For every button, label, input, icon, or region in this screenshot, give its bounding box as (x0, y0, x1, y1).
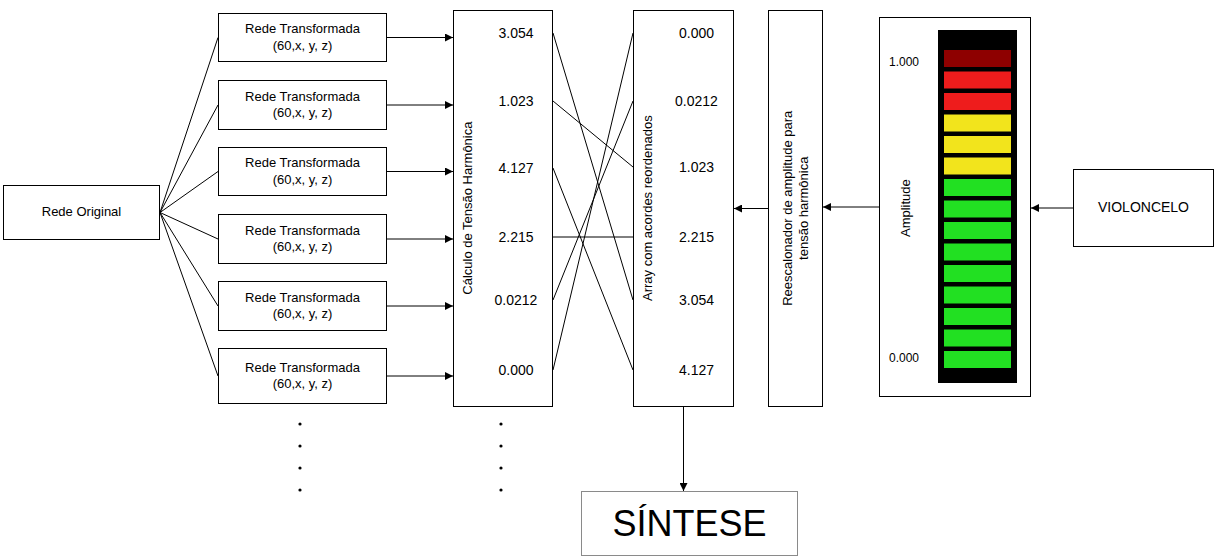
array-box: Cálculo de Tensão Harmônica 3.054 1.023 4.1… (453, 10, 553, 407)
source-box: Rede Original (3, 185, 160, 240)
meter-bar (944, 93, 1011, 110)
connector-arrow (160, 213, 218, 307)
vertical-title: Reescalonador de amplitude para tensão h… (779, 108, 812, 308)
connector-arrow (387, 37, 453, 38)
meter-bar (944, 308, 1011, 325)
meter-bar (944, 72, 1011, 89)
reorder-line (553, 101, 633, 167)
value-label: 0.0212 (482, 291, 550, 309)
meter-bar (944, 330, 1011, 347)
value-label: 3.054 (482, 24, 550, 42)
vertical-title: Cálculo de Tensão Harmônica (460, 121, 476, 294)
box-label: Rede Transformada (60,x, y, z) (240, 21, 366, 54)
connector-arrow (387, 105, 453, 106)
connector-arrow (387, 306, 453, 307)
ellipsis-dot (499, 488, 502, 491)
meter-bar (944, 265, 1011, 282)
box-label: Rede Transformada (60,x, y, z) (240, 223, 366, 256)
ellipsis-dot (298, 422, 301, 425)
ellipsis-dot (499, 422, 502, 425)
connector-arrow (734, 208, 768, 209)
meter-bar (944, 244, 1011, 261)
connector-arrow (1031, 208, 1073, 209)
axis-value: 0.000 (889, 351, 919, 366)
process-box: Rede Transformada (60,x, y, z) (218, 281, 387, 331)
connector-arrow (160, 38, 218, 213)
connector-arrow (823, 207, 879, 208)
process-box: Rede Transformada (60,x, y, z) (218, 147, 387, 196)
connector-arrow (160, 105, 218, 213)
meter-bar (944, 179, 1011, 196)
meter-bar (944, 351, 1011, 368)
value-label: 0.000 (482, 361, 550, 379)
meter-bar (944, 201, 1011, 218)
process-box: Rede Transformada (60,x, y, z) (218, 214, 387, 264)
value-label: 4.127 (662, 361, 731, 379)
meter-bar (944, 287, 1011, 304)
meter-bar (944, 158, 1011, 175)
connector-arrow (387, 376, 453, 377)
connector-arrow (683, 407, 684, 491)
box-label: Rede Transformada (60,x, y, z) (240, 155, 366, 188)
box-label: Rede Transformada (60,x, y, z) (240, 290, 366, 323)
process-box: Rede Transformada (60,x, y, z) (218, 80, 387, 130)
output-box: SÍNTESE (581, 491, 798, 556)
axis-value: 1.000 (889, 55, 919, 70)
box-label: Rede Transformada (60,x, y, z) (240, 89, 366, 122)
connector-arrow (160, 213, 218, 377)
value-label: 0.000 (662, 24, 731, 42)
array-box: Array com acordes reordenados 0.000 0.0212… (633, 10, 734, 407)
connector-arrow (387, 171, 453, 172)
box-label: Rede Original (42, 204, 122, 220)
vertical-title: Array com acordes reordenados (640, 115, 656, 301)
value-label: 1.023 (482, 92, 550, 110)
meter-panel: Amplitude 1.000 0.000 (879, 17, 1031, 397)
meter-bar (944, 115, 1011, 132)
level-meter (938, 30, 1017, 383)
process-box: Reescalonador de amplitude para tensão h… (768, 10, 823, 407)
box-label: SÍNTESE (612, 501, 766, 546)
axis-title: Amplitude (898, 179, 914, 237)
ellipsis-dot (499, 444, 502, 447)
ellipsis-dots (298, 422, 502, 491)
value-label: 3.054 (662, 291, 731, 309)
reorder-line (553, 33, 633, 370)
meter-bar (944, 50, 1011, 67)
ellipsis-dot (298, 444, 301, 447)
connector-arrow (387, 239, 453, 240)
meter-bar (944, 136, 1011, 153)
value-label: 0.0212 (662, 92, 731, 110)
value-label: 1.023 (662, 158, 731, 176)
meter-frame (938, 30, 1017, 383)
value-label: 2.215 (662, 228, 731, 246)
box-label: Rede Transformada (60,x, y, z) (240, 360, 366, 393)
ellipsis-dot (298, 488, 301, 491)
reorder-lines (553, 33, 633, 370)
ellipsis-dot (499, 466, 502, 469)
ellipsis-dot (298, 466, 301, 469)
source-box: VIOLONCELO (1073, 169, 1214, 247)
value-label: 4.127 (482, 159, 550, 177)
value-label: 2.215 (482, 228, 550, 246)
process-box: Rede Transformada (60,x, y, z) (218, 348, 387, 404)
box-label: VIOLONCELO (1098, 199, 1189, 217)
meter-bar (944, 222, 1011, 239)
reorder-line (553, 237, 633, 238)
reorder-line (553, 33, 633, 300)
connector-arrow (160, 172, 218, 213)
process-box: Rede Transformada (60,x, y, z) (218, 13, 387, 62)
